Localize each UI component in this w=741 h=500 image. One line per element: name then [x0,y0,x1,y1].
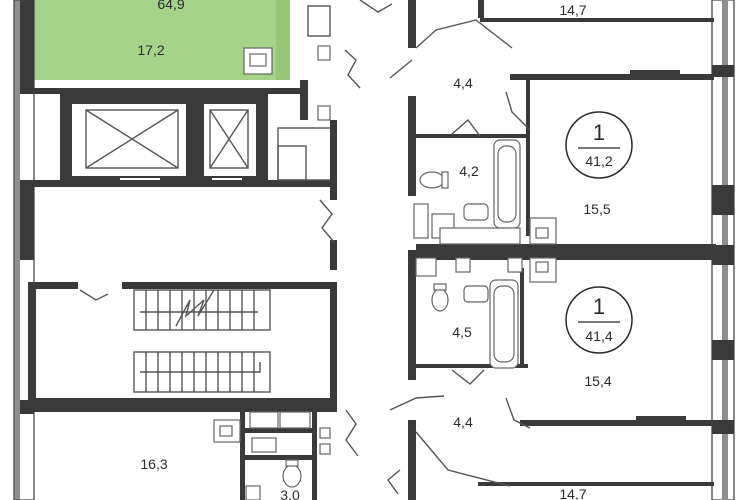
apartment-badge-area: 41,4 [585,328,612,344]
room-area: 16,3 [140,456,167,472]
room-area: 15,5 [583,201,610,217]
bathroom-upper [413,139,557,245]
apartment-badge-area: 41,2 [585,153,612,169]
right-apartment-walls [416,0,716,486]
corridor-wall [408,0,416,48]
apartment-door-swings [389,19,531,487]
selected-apartment[interactable]: 64,9 17,2 [34,0,290,80]
apartment-badge-rooms: 1 [593,120,605,145]
elevator-block [60,94,268,186]
apartment-badge-circle[interactable] [565,286,633,354]
corridor-wall [408,420,416,500]
room-area-labels: 14,7 4,4 4,2 15,5 4,5 15,4 4,4 14,7 16,3… [140,2,611,500]
corridor-fixtures [307,5,331,121]
room-area: 3,0 [280,487,300,500]
apartment-badge-circle[interactable] [565,111,633,179]
room-area: 14,7 [559,2,586,18]
room-area: 4,5 [452,324,472,340]
bathroom-bottom-left [213,411,331,500]
room-area: 4,4 [453,414,473,430]
bathroom-lower [415,257,557,369]
selected-apartment-room-area: 17,2 [137,42,164,58]
apartment-badge-rooms: 1 [593,294,605,319]
lobby-walls [20,80,337,270]
room-area: 4,4 [453,75,473,91]
corridor-door-swings [319,0,401,495]
apartment-badge[interactable]: 1 41,4 [565,286,633,354]
apartment-badge[interactable]: 1 41,2 [565,111,633,179]
room-area: 14,7 [559,486,586,500]
room-area: 4,2 [459,163,479,179]
corridor-wall [408,250,416,380]
stair-treads-upper [145,290,255,330]
room-area: 15,4 [584,373,611,389]
stairwell [28,282,337,412]
selected-apartment-total: 64,9 [157,0,184,12]
corridor-wall [408,96,416,196]
